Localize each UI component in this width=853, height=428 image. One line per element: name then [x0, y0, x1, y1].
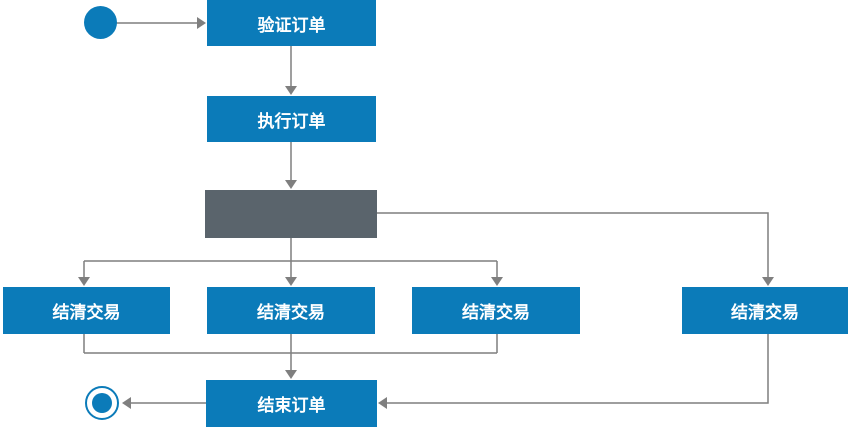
final-node[interactable] [85, 386, 119, 420]
activity-settle-transaction-1[interactable]: 结清交易 [3, 287, 170, 334]
activity-verify-order[interactable]: 验证订单 [207, 0, 376, 46]
arrowhead-settle1 [78, 277, 90, 286]
activity-settle-transaction-3-label: 结清交易 [462, 303, 530, 322]
arrowhead-settle3 [491, 277, 503, 286]
activity-end-order-label: 结束订单 [257, 396, 326, 415]
arrowhead-end-order-right [378, 397, 387, 409]
arrowhead-execute [285, 86, 297, 95]
activity-settle-transaction-2-label: 结清交易 [257, 303, 325, 322]
activity-settle-transaction-4-label: 结清交易 [731, 303, 799, 322]
activity-end-order[interactable]: 结束订单 [206, 380, 377, 427]
edge-settle4-to-end-order [387, 334, 769, 404]
arrowhead-settle4 [762, 277, 774, 286]
activity-settle-transaction-3[interactable]: 结清交易 [412, 287, 580, 334]
final-node-core [92, 393, 112, 413]
arrowhead-end-order [285, 370, 297, 379]
arrowhead-verify [197, 17, 206, 29]
edge-join-tree [83, 334, 498, 370]
edge-fork-branch-tree [83, 238, 498, 277]
edge-fork-to-settle4 [377, 212, 769, 277]
activity-settle-transaction-2[interactable]: 结清交易 [207, 287, 375, 334]
activity-settle-transaction-1-label: 结清交易 [52, 303, 121, 322]
arrowhead-fork [285, 180, 297, 189]
arrowhead-settle2 [285, 277, 297, 286]
activity-settle-transaction-4[interactable]: 结清交易 [682, 287, 848, 334]
initial-node[interactable] [84, 6, 117, 39]
arrowhead-final [122, 397, 131, 409]
activity-execute-order-label: 执行订单 [257, 111, 326, 131]
fork-bar[interactable] [205, 190, 377, 238]
activity-execute-order[interactable]: 执行订单 [207, 96, 376, 142]
activity-verify-order-label: 验证订单 [257, 15, 326, 35]
